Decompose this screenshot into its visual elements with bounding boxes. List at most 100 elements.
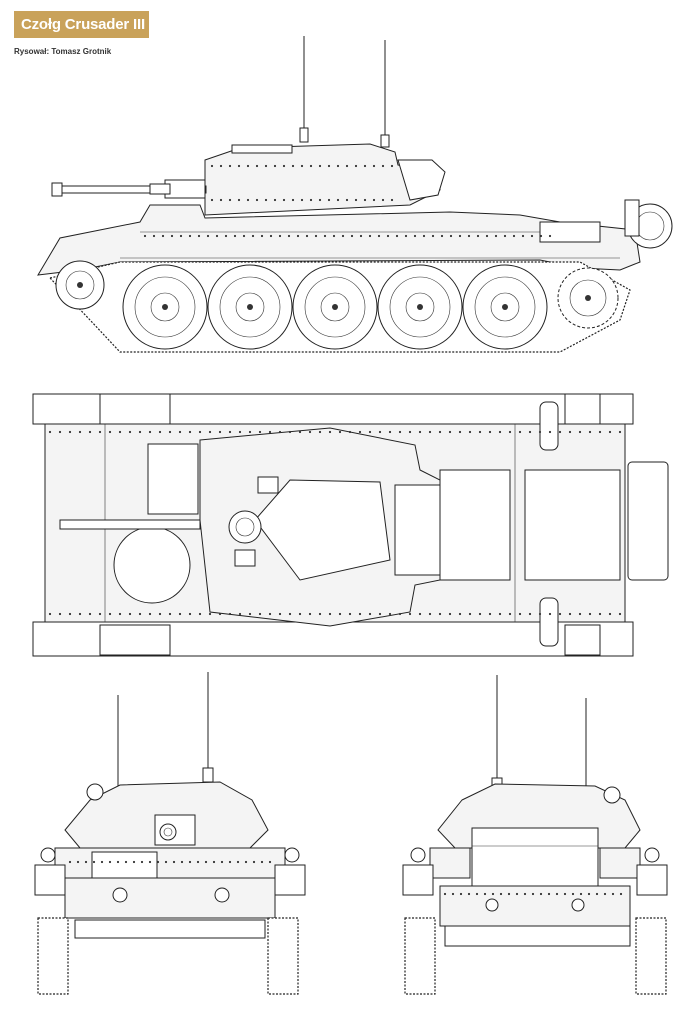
rivet bbox=[138, 430, 142, 434]
rivet bbox=[158, 430, 162, 434]
rivet bbox=[372, 164, 376, 168]
rivet bbox=[224, 234, 228, 238]
rivet bbox=[168, 430, 172, 434]
rivet bbox=[264, 164, 268, 168]
rear-view bbox=[402, 675, 668, 995]
rivet bbox=[300, 198, 304, 202]
rivet bbox=[48, 612, 52, 616]
rivet bbox=[68, 430, 72, 434]
rivet bbox=[108, 612, 112, 616]
rivet bbox=[587, 892, 591, 896]
rivet bbox=[485, 234, 489, 238]
rivet bbox=[251, 234, 255, 238]
rivet bbox=[78, 612, 82, 616]
rivet bbox=[408, 612, 412, 616]
rivet bbox=[88, 612, 92, 616]
rivet bbox=[618, 430, 622, 434]
rivet bbox=[336, 164, 340, 168]
rivet bbox=[327, 164, 331, 168]
rivet bbox=[298, 612, 302, 616]
rivet bbox=[248, 612, 252, 616]
rivet bbox=[388, 612, 392, 616]
rivet bbox=[443, 892, 447, 896]
rivet bbox=[287, 234, 291, 238]
rivet bbox=[78, 430, 82, 434]
rivet bbox=[108, 860, 112, 864]
rivet bbox=[598, 612, 602, 616]
rivet bbox=[491, 892, 495, 896]
rivet bbox=[76, 860, 80, 864]
rivet bbox=[218, 430, 222, 434]
rivet bbox=[328, 612, 332, 616]
rivet bbox=[180, 860, 184, 864]
rivet bbox=[488, 430, 492, 434]
rivet bbox=[358, 430, 362, 434]
rivet bbox=[218, 612, 222, 616]
rivet bbox=[354, 164, 358, 168]
front-view bbox=[34, 672, 306, 995]
rivet bbox=[260, 860, 264, 864]
rivet bbox=[273, 164, 277, 168]
rivet bbox=[408, 430, 412, 434]
rivet bbox=[588, 612, 592, 616]
rivet bbox=[108, 430, 112, 434]
rivet bbox=[238, 612, 242, 616]
rivet bbox=[237, 164, 241, 168]
rivet bbox=[578, 430, 582, 434]
rivet bbox=[308, 612, 312, 616]
rivet bbox=[188, 234, 192, 238]
rivet bbox=[298, 430, 302, 434]
rivet bbox=[228, 198, 232, 202]
rivet bbox=[468, 612, 472, 616]
rivet bbox=[530, 234, 534, 238]
rivet bbox=[332, 234, 336, 238]
rivet bbox=[539, 892, 543, 896]
rivet bbox=[242, 234, 246, 238]
rivet bbox=[278, 612, 282, 616]
rivet bbox=[258, 430, 262, 434]
rivet bbox=[255, 164, 259, 168]
rivet bbox=[268, 860, 272, 864]
rivet bbox=[318, 198, 322, 202]
rivet bbox=[512, 234, 516, 238]
rivet bbox=[498, 612, 502, 616]
rivet bbox=[348, 430, 352, 434]
rivet bbox=[260, 234, 264, 238]
rivet bbox=[238, 430, 242, 434]
rivet bbox=[448, 430, 452, 434]
rivet bbox=[386, 234, 390, 238]
rivet bbox=[308, 430, 312, 434]
rivet bbox=[188, 860, 192, 864]
rivet bbox=[558, 430, 562, 434]
rivet bbox=[148, 612, 152, 616]
rivet bbox=[363, 198, 367, 202]
rivet bbox=[98, 612, 102, 616]
rivet bbox=[350, 234, 354, 238]
rivet bbox=[248, 430, 252, 434]
rivet bbox=[381, 164, 385, 168]
drawing-credit: Rysował: Tomasz Grotnik bbox=[14, 47, 112, 56]
rivet bbox=[178, 430, 182, 434]
rivet bbox=[208, 612, 212, 616]
rivet bbox=[428, 430, 432, 434]
rivet bbox=[458, 234, 462, 238]
rivet bbox=[538, 430, 542, 434]
rivet bbox=[84, 860, 88, 864]
rivet bbox=[268, 430, 272, 434]
rivet bbox=[168, 612, 172, 616]
rivet bbox=[483, 892, 487, 896]
rivet bbox=[503, 234, 507, 238]
rivet bbox=[488, 612, 492, 616]
rivet bbox=[598, 430, 602, 434]
rivet bbox=[381, 198, 385, 202]
rivet bbox=[305, 234, 309, 238]
rivet bbox=[92, 860, 96, 864]
rivet bbox=[58, 430, 62, 434]
rivet bbox=[88, 430, 92, 434]
rivet bbox=[252, 860, 256, 864]
rivet bbox=[282, 198, 286, 202]
rivet bbox=[152, 234, 156, 238]
rivet bbox=[363, 164, 367, 168]
rivet bbox=[588, 430, 592, 434]
rivet bbox=[246, 198, 250, 202]
